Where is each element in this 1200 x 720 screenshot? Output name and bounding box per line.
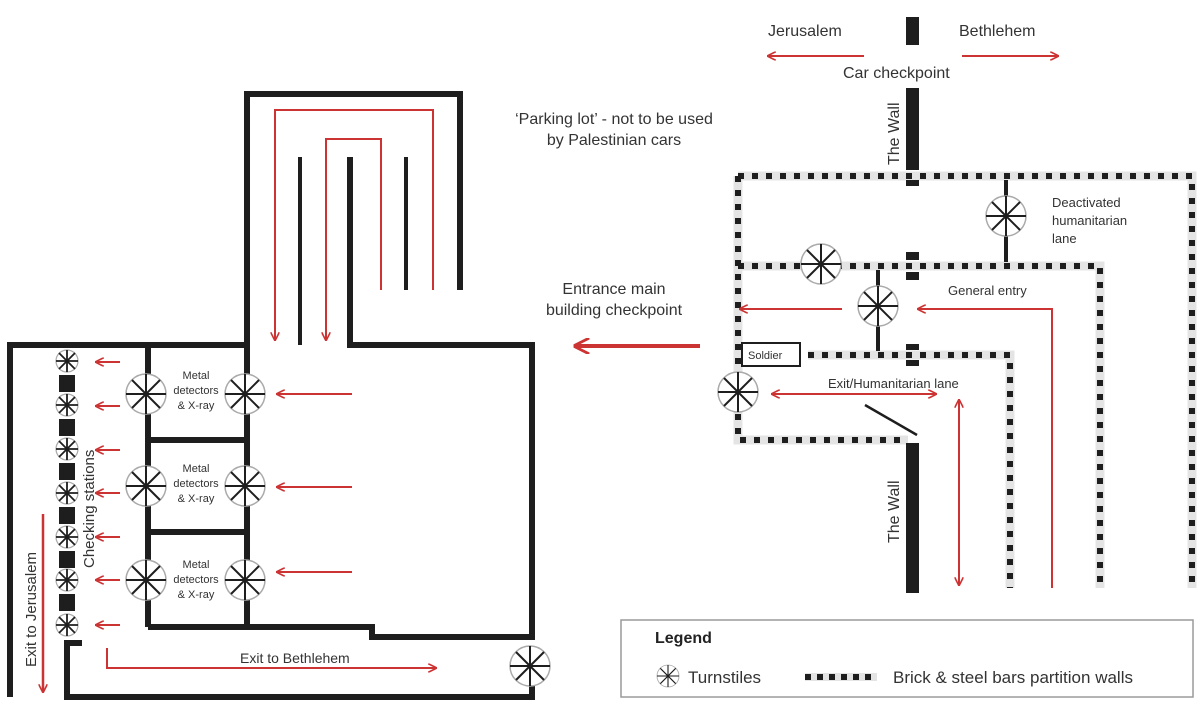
legend-partition-label: Brick & steel bars partition walls [893,668,1133,687]
partition-inner [808,352,1013,588]
deactivated-lane-line3: lane [1052,231,1077,246]
turnstile-icon [857,285,899,327]
queue-arrow-inner [326,138,382,340]
svg-text:Metal: Metal [183,559,210,571]
building-right-wall [347,157,535,640]
turnstile-icon [125,373,167,415]
detector-label-2: Metal detectors & X-ray [173,463,219,505]
legend: Legend Turnstiles Brick & steel bars par… [620,619,1194,698]
the-wall-lower-label: The Wall [886,480,903,543]
queue-arrow-outer [275,109,434,340]
turnstile-icon [985,195,1027,237]
turnstile-icon [224,373,266,415]
wall-stub [906,360,919,366]
bethlehem-label: Bethlehem [959,23,1036,40]
soldier-label: Soldier [748,350,783,362]
svg-text:detectors: detectors [173,385,219,397]
turnstile-icon [125,559,167,601]
exit-bethlehem-label: Exit to Bethlehem [240,650,350,666]
svg-text:detectors: detectors [173,478,219,490]
turnstile-icon [224,465,266,507]
parking-lot-line1: ‘Parking lot’ - not to be used [515,111,713,128]
turnstile-icon [55,568,79,592]
checking-stations-label: Checking stations [81,450,98,568]
turnstile-icon [55,481,79,505]
svg-text:& X-ray: & X-ray [178,493,215,505]
deactivated-lane-line2: humanitarian [1052,213,1127,228]
exit-bethlehem-arrow [106,648,436,668]
wall-segment-top [906,17,919,45]
legend-turnstile-icon [656,664,680,688]
building-inner-bottom-wall [148,624,532,640]
legend-title: Legend [655,630,712,647]
right-area-arrows [740,309,1053,588]
svg-text:& X-ray: & X-ray [178,400,215,412]
turnstile-icon [224,559,266,601]
turnstile-icon [55,525,79,549]
wall-stub [906,180,919,186]
detector-label-1: Metal detectors & X-ray [173,370,219,412]
checking-station-arrows [96,362,120,625]
legend-turnstiles-label: Turnstiles [688,668,761,687]
partition-walls [733,171,1197,588]
car-checkpoint-label: Car checkpoint [843,65,950,82]
detector-entry-arrows [277,394,352,572]
checking-stations [55,349,79,637]
legend-box [620,619,1194,698]
partition-middle [738,263,1103,588]
wall-stub [906,344,919,350]
turnstile-icon [55,437,79,461]
svg-text:detectors: detectors [173,574,219,586]
exit-jerusalem-label: Exit to Jerusalem [23,552,40,667]
the-wall-upper-label: The Wall [886,102,903,165]
detector-label-3: Metal detectors & X-ray [173,559,219,601]
general-entry-arrow [918,309,1053,588]
turnstile-icon [800,243,842,285]
svg-text:Metal: Metal [183,370,210,382]
entrance-line2: building checkpoint [546,302,683,319]
exit-humanitarian-label: Exit/Humanitarian lane [828,376,959,391]
turnstile-icon [55,613,79,637]
building-outer-wall [7,91,463,697]
deactivated-lane-line1: Deactivated [1052,195,1121,210]
wall-segment-upper [906,88,919,170]
parking-lot-line2: by Palestinian cars [547,132,681,149]
gate-barrier [864,403,918,437]
turnstile-icon [509,645,551,687]
turnstile-icon [55,393,79,417]
turnstile-icon [125,465,167,507]
soldier-box [741,342,801,367]
building-bottom-wall [64,640,535,700]
svg-text:Metal: Metal [183,463,210,475]
jerusalem-label: Jerusalem [768,23,842,40]
entrance-line1: Entrance main [562,281,665,298]
partition-outer [738,173,1195,588]
wall-segment-lower [906,443,919,593]
car-checkpoint-area: Jerusalem Bethlehem Car checkpoint The W… [768,17,1058,170]
general-entry-label: General entry [948,283,1027,298]
svg-text:& X-ray: & X-ray [178,589,215,601]
main-building [7,91,535,700]
wall-stub [906,272,919,280]
wall-stub [906,252,919,260]
turnstile-icon [717,371,759,413]
turnstile-icon [55,349,79,373]
queue-arrows [275,109,434,340]
